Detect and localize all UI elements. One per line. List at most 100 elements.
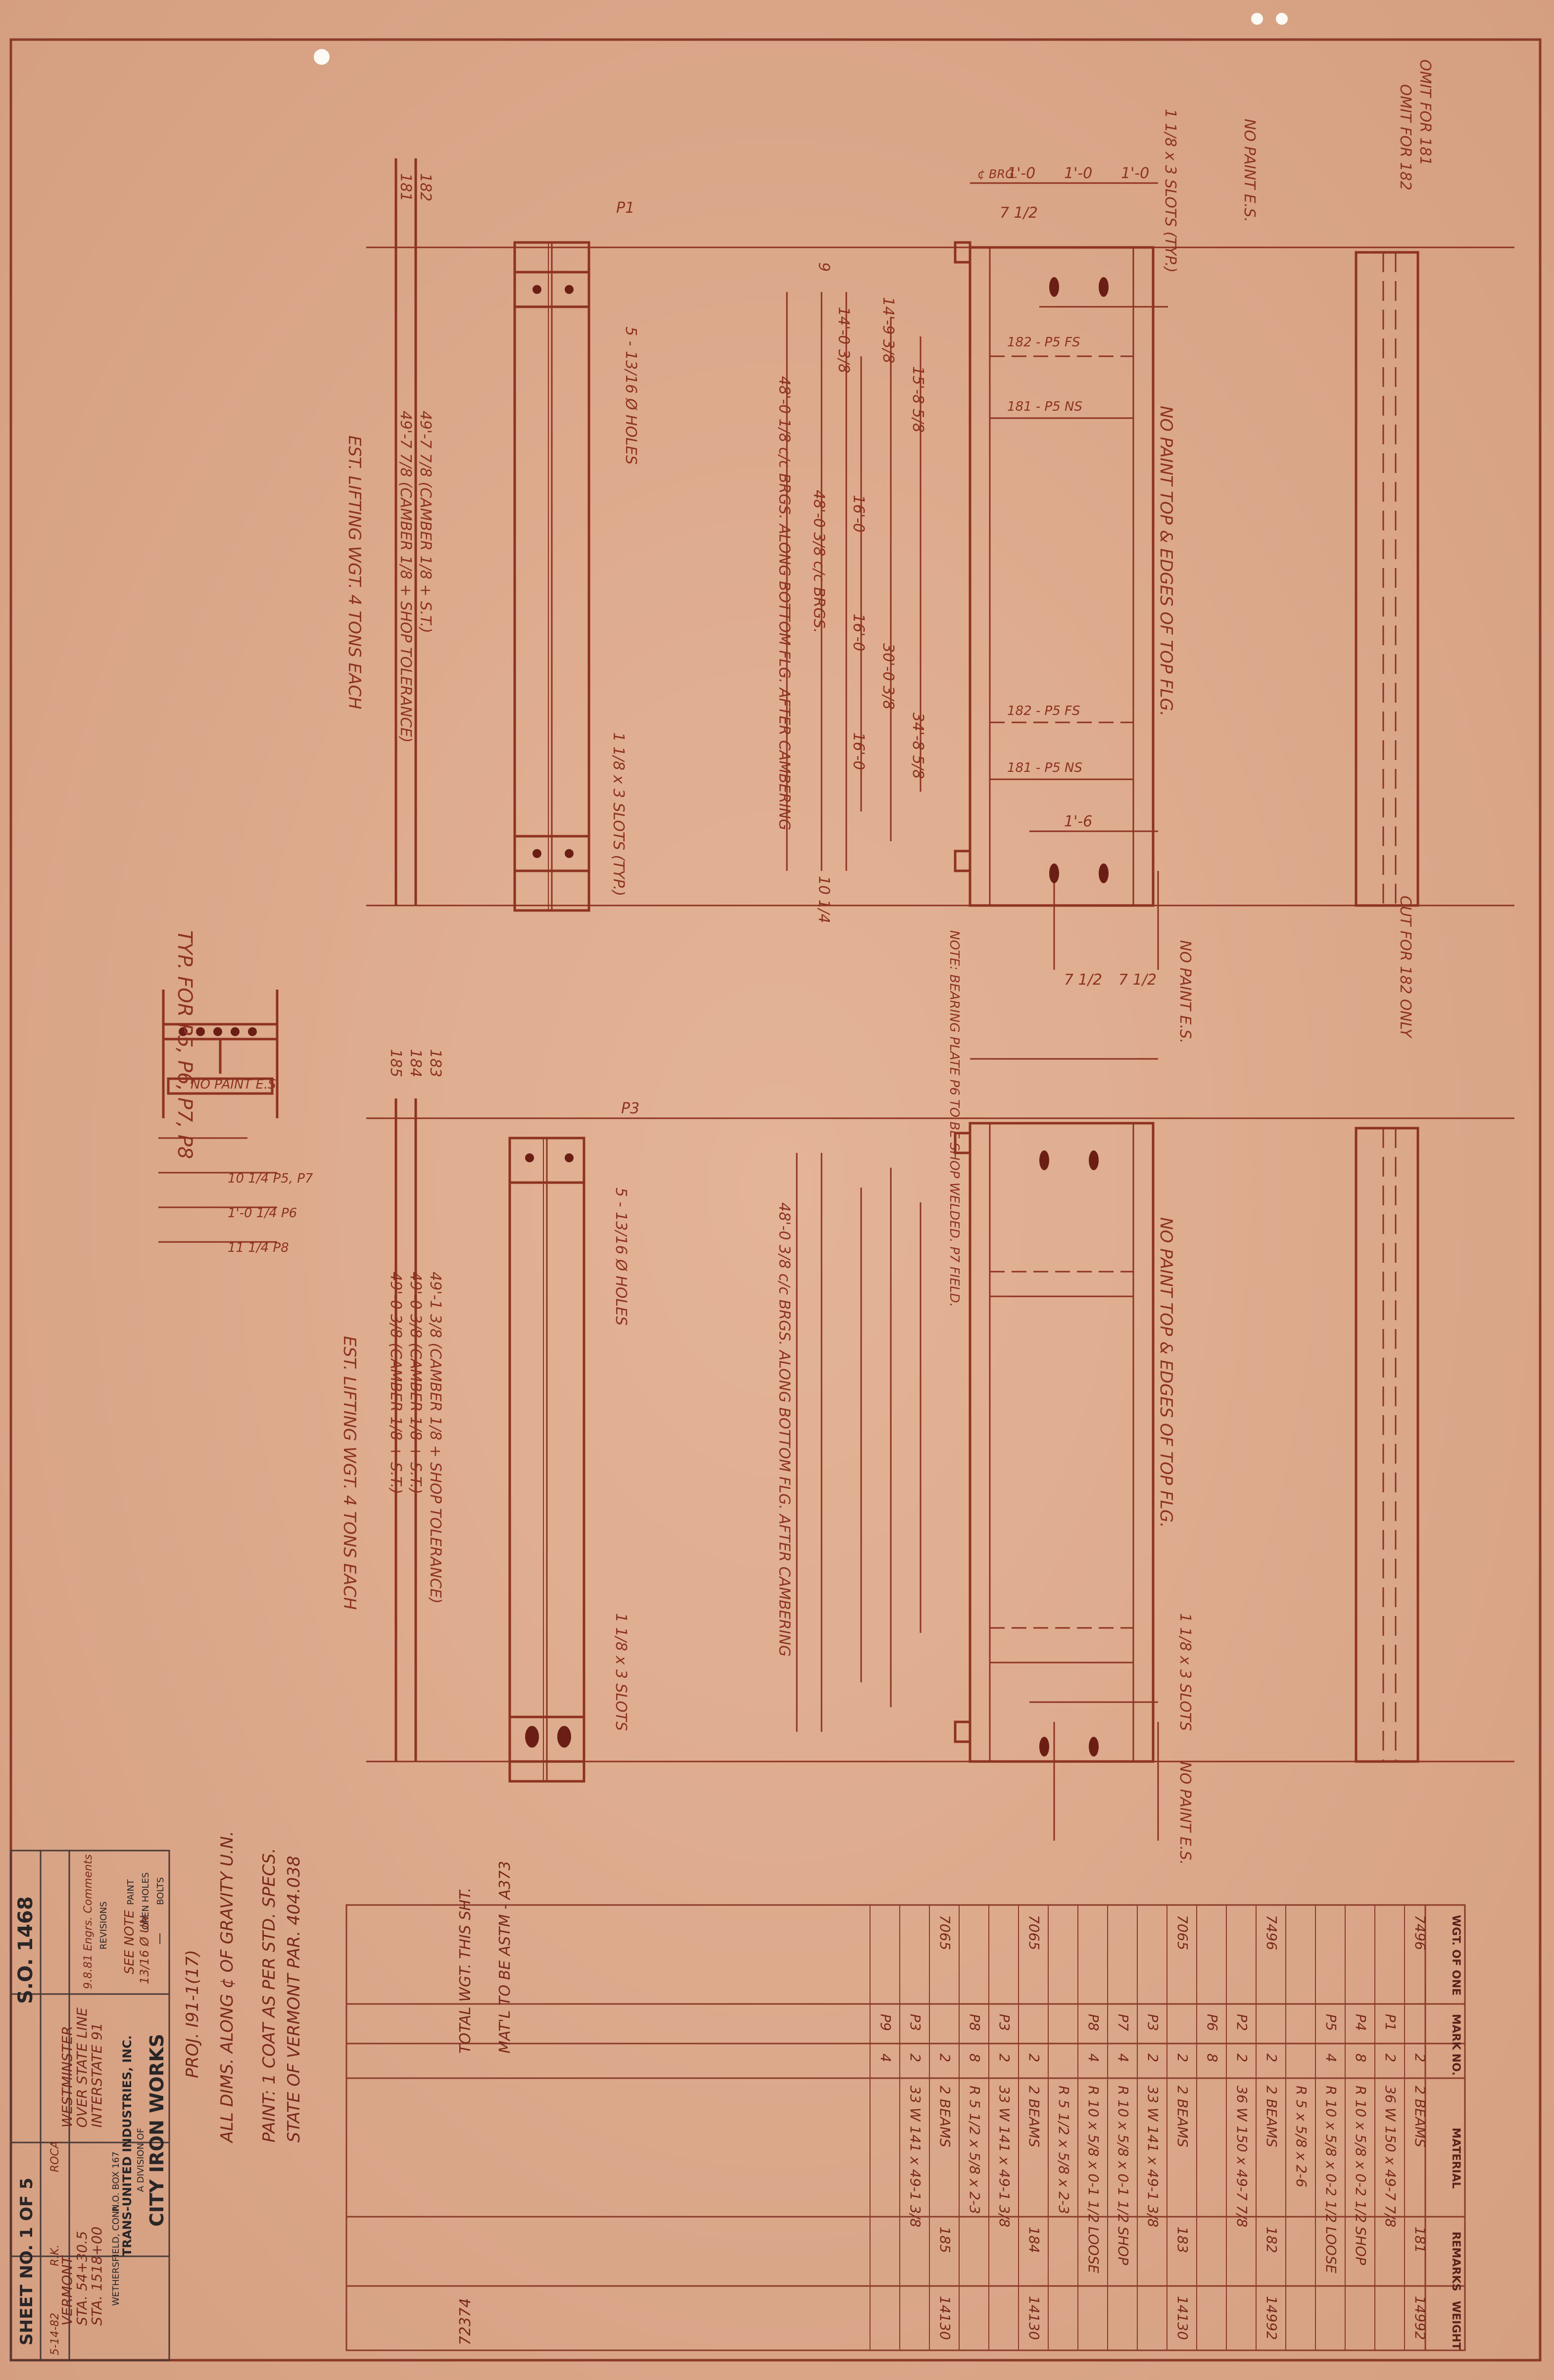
omit-181-note: OMIT FOR 181 <box>1416 59 1434 166</box>
bom-cell-no: 8 <box>1204 2053 1220 2062</box>
state: VERMONT <box>59 2255 75 2326</box>
sheet-border <box>9 38 1542 2362</box>
upper-slots-note-2: 1 1/8 x 3 SLOTS (TYP.) <box>610 732 627 896</box>
upper-lifting-weight: EST. LIFTING WGT. 4 TONS EACH <box>344 435 364 709</box>
bom-cell-mark: P5 <box>1323 2014 1339 2031</box>
dims-note: ALL DIMS. ALONG ¢ OF GRAVITY U.N. <box>217 1831 237 2143</box>
lower-bearing-note: NOTE: BEARING PLATE P6 TO BE SHOP WELDED… <box>947 930 962 1307</box>
punch-hole <box>314 49 330 65</box>
upper-mark-182: 182 <box>417 173 434 201</box>
lower-girder-drawing <box>366 1058 1514 1841</box>
lower-length-184: 49'-0 3/8 (CAMBER 1/8 + S.T.) <box>407 1272 424 1494</box>
bom-cell-no: 4 <box>877 2053 894 2062</box>
lower-mark-184: 184 <box>407 1049 424 1077</box>
bom-cell-no: 4 <box>1115 2053 1131 2062</box>
bom-cell-no: 2 <box>937 2053 953 2062</box>
bom-cell-weight: 14130 <box>937 2296 953 2340</box>
bom-cell-no: 2 <box>1412 2053 1428 2062</box>
bom-cell-material: R 5 1/2 x 5/8 x 2-3 <box>967 2086 983 2214</box>
bom-cell-no: 2 <box>1382 2053 1399 2062</box>
upper-dim-17: 7 1/2 <box>1118 971 1157 989</box>
upper-stiffener-2: 181 - P5 NS <box>1007 399 1082 414</box>
upper-length-181: 49'-7 7/8 (CAMBER 1/8 + SHOP TOLERANCE) <box>397 411 414 743</box>
upper-dim-13: 15'-8 5/8 <box>909 366 926 432</box>
upper-dim-12: 14'-9 3/8 <box>879 297 897 363</box>
bom-cell-remarks: 181 <box>1412 2227 1428 2253</box>
sheet-number: SHEET NO. 1 OF 5 <box>17 2178 37 2345</box>
upper-length-182: 49'-7 7/8 (CAMBER 1/8 + S.T.) <box>417 411 434 633</box>
upper-girder-drawing <box>366 158 1514 970</box>
company-address-2: WETHERSFIELD, CONN. <box>111 2201 121 2306</box>
detail-dim-2: 1'-0 1/4 P6 <box>228 1206 297 1221</box>
company-line-2: A DIVISION OF <box>136 2128 146 2192</box>
detail-bolts <box>179 1027 257 1036</box>
upper-dim-15: 9 <box>815 262 832 272</box>
bom-header-material: MATERIAL <box>1450 2128 1462 2189</box>
upper-dim-14: 10 1/4 <box>815 876 832 923</box>
bom-cell-material: R 10 x 5/8 x 0-1 1/2 <box>1115 2086 1131 2223</box>
bom-cell-no: 2 <box>1174 2053 1191 2062</box>
bom-cell-no: 2 <box>996 2053 1013 2062</box>
detail-dim-1: 10 1/4 P5, P7 <box>228 1171 313 1186</box>
bom-cell-mark: P9 <box>877 2014 894 2031</box>
upper-nopaint-es: NO PAINT E.S. <box>1241 119 1258 222</box>
bom-cell-wgt: 7065 <box>937 1915 953 1950</box>
bom-header-mark: MARK <box>1450 2014 1462 2050</box>
upper-dim-1: 1'-0 <box>1007 165 1035 182</box>
bom-cell-mark: P7 <box>1115 2014 1131 2031</box>
bom-cell-remarks: LOOSE <box>1085 2227 1102 2274</box>
made-by: ROCA <box>49 2141 61 2172</box>
bolts-label: BOLTS <box>155 1877 166 1905</box>
open-holes-value: 13/16 Ø UN <box>138 1915 151 1984</box>
bom-cell-mark: P6 <box>1204 2014 1220 2031</box>
bom-cell-mark: P3 <box>1145 2014 1161 2031</box>
upper-dim-4: 7 1/2 <box>1000 204 1038 222</box>
upper-holes-note: 5 - 13/16 Ø HOLES <box>622 327 639 465</box>
bom-cell-no: 2 <box>1234 2053 1250 2062</box>
bom-cell-no: 2 <box>1263 2053 1280 2062</box>
company-name: CITY IRON WORKS <box>146 2034 168 2227</box>
station-1: STA. 1518+00 <box>89 2227 105 2326</box>
lower-span-dimension: 48'-0 3/8 c/c BRGS. ALONG BOTTOM FLG. AF… <box>776 1202 793 1657</box>
bom-cell-weight: 14992 <box>1412 2296 1428 2340</box>
bom-header-weight: WEIGHT <box>1450 2301 1462 2350</box>
typical-bearing-detail <box>158 990 279 1243</box>
bom-cell-material: 33 W 141 x 49-1 3/8 <box>907 2086 923 2227</box>
upper-slots-note: 1 1/8 x 3 SLOTS (TYP.) <box>1162 109 1179 273</box>
paint-note-2: STATE OF VERMONT PAR. 404.038 <box>284 1856 304 2142</box>
revision-1: 9.8.81 Engrs. Comments <box>82 1854 95 1989</box>
so-number: S.O. 1468 <box>14 1896 37 2004</box>
bom-header-wgt: WGT. OF ONE <box>1450 1915 1462 1996</box>
bom-cell-mark: P2 <box>1234 2014 1250 2031</box>
cut-182-note: CUT FOR 182 ONLY <box>1397 896 1414 1039</box>
bom-row-lines <box>870 1905 1405 2350</box>
bom-cell-wgt: 7065 <box>1174 1915 1191 1950</box>
upper-span-dimension: 48'-0 1/8 c/c BRGS. ALONG BOTTOM FLG. AF… <box>776 376 793 830</box>
checked-by: R.K. <box>49 2244 61 2266</box>
total-weight-label: TOTAL WGT. THIS SHT. <box>457 1888 474 2053</box>
company-address-1: P. O. BOX 167 <box>111 2151 121 2212</box>
lower-slots-note-2: 1 1/8 x 3 SLOTS <box>1176 1613 1194 1731</box>
lower-holes-note: 5 - 13/16 Ø HOLES <box>612 1188 630 1326</box>
upper-dim-5: 1'-6 <box>1064 813 1092 830</box>
upper-stiffener-3: 182 - P5 FS <box>1007 704 1080 718</box>
total-weight-value: 72374 <box>457 2298 474 2345</box>
upper-stiffener-1: 182 - P5 FS <box>1007 335 1080 350</box>
bom-cell-weight: 14130 <box>1174 2296 1191 2340</box>
paint-label: PAINT <box>126 1879 136 1905</box>
bom-cell-material: 36 W 150 x 49-7 7/8 <box>1234 2086 1250 2227</box>
lower-mark-183: 183 <box>427 1049 444 1077</box>
lower-mark-185: 185 <box>387 1049 404 1077</box>
bom-cell-mark: P8 <box>1085 2014 1102 2031</box>
upper-dim-3: 1'-0 <box>1121 165 1149 182</box>
upper-plate-label: P1 <box>616 199 634 217</box>
bom-cell-no: 8 <box>1353 2053 1369 2062</box>
punch-hole <box>1251 13 1263 25</box>
job-line-3: WESTMINSTER <box>59 2026 75 2128</box>
lower-lifting-weight: EST. LIFTING WGT. 4 TONS EACH <box>340 1336 359 1610</box>
bom-cell-no: 4 <box>1085 2053 1102 2062</box>
bom-cell-material: 2 BEAMS <box>1174 2086 1191 2147</box>
upper-nopaint-es-2: NO PAINT E.S. <box>1176 940 1194 1044</box>
